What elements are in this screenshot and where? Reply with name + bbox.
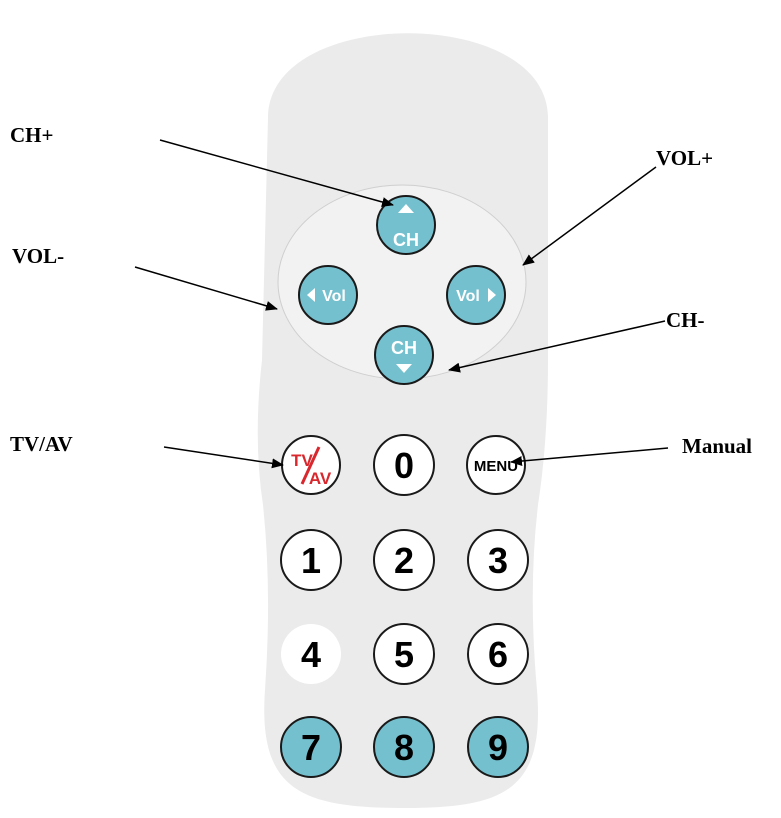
up-arrow-icon: [398, 204, 414, 213]
ch-plus-callout: CH+: [10, 123, 54, 147]
digit-9-button[interactable]: 9: [467, 716, 529, 778]
digit-2-label: 2: [394, 540, 414, 581]
digit-2-button[interactable]: 2: [373, 529, 435, 591]
digit-1-button[interactable]: 1: [280, 529, 342, 591]
right-arrow-icon: [488, 288, 496, 302]
ch-plus-arrow: [159, 139, 394, 207]
vol-minus-arrow: [134, 266, 278, 311]
digit-7-label: 7: [301, 727, 321, 768]
digit-9-label: 9: [488, 727, 508, 768]
digit-8-label: 8: [394, 727, 414, 768]
tv-av-arrow: [163, 446, 284, 469]
ch-minus-callout: CH-: [666, 308, 705, 332]
vol-down-label: Vol: [322, 288, 346, 305]
vol-plus-callout: VOL+: [656, 146, 714, 170]
ch-down-button[interactable]: CH: [374, 325, 434, 385]
digit-6-label: 6: [488, 634, 508, 675]
tv-av-callout: TV/AV: [10, 432, 73, 456]
digit-0-label: 0: [394, 445, 414, 486]
vol-plus-arrow: [522, 166, 657, 266]
tv-av-slash: [300, 446, 321, 485]
digit-7-button[interactable]: 7: [280, 716, 342, 778]
digit-4-label: 4: [301, 634, 321, 675]
left-arrow-icon: [307, 288, 315, 302]
manual-arrow: [510, 447, 669, 467]
av-label: AV: [309, 469, 332, 488]
down-arrow-icon: [396, 364, 412, 373]
digit-3-button[interactable]: 3: [467, 529, 529, 591]
digit-5-button[interactable]: 5: [373, 623, 435, 685]
digit-1-label: 1: [301, 540, 321, 581]
vol-up-button[interactable]: Vol: [446, 265, 506, 325]
digit-8-button[interactable]: 8: [373, 716, 435, 778]
menu-label: MENU: [474, 458, 518, 475]
digit-4-button[interactable]: 4: [281, 624, 341, 684]
manual-callout: Manual: [682, 434, 753, 458]
digit-3-label: 3: [488, 540, 508, 581]
tv-label: TV: [291, 451, 313, 470]
digit-6-button[interactable]: 6: [467, 623, 529, 685]
remote-body: [257, 33, 548, 808]
ch-down-label: CH: [391, 338, 417, 358]
digit-5-label: 5: [394, 634, 414, 675]
digit-0-button[interactable]: 0: [373, 434, 435, 496]
ch-up-button[interactable]: CH: [376, 195, 436, 255]
tv-av-button[interactable]: TV AV: [281, 435, 341, 495]
ch-minus-arrow: [448, 320, 666, 373]
vol-minus-callout: VOL-: [12, 244, 65, 268]
ch-up-label: CH: [393, 230, 419, 250]
menu-button[interactable]: MENU: [466, 435, 526, 495]
vol-up-label: Vol: [456, 288, 480, 305]
vol-down-button[interactable]: Vol: [298, 265, 358, 325]
